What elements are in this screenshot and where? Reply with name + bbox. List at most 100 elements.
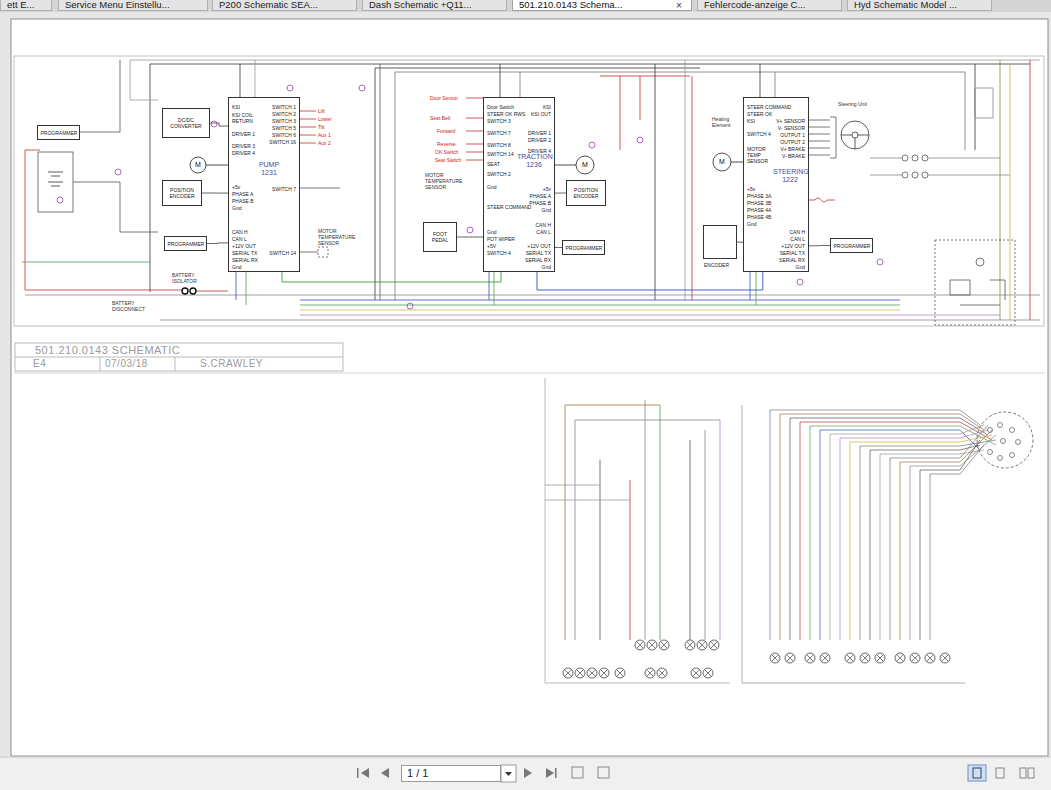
schematic-line	[287, 85, 293, 91]
pin-label: PHASE 4A	[747, 207, 771, 213]
pin-label: STEER OK RWS	[487, 111, 525, 117]
pin-label: POT WIPER	[487, 236, 515, 242]
signal-label: Seat Switch	[435, 157, 461, 163]
schematic-line	[845, 653, 855, 663]
schematic-line	[587, 668, 597, 678]
controller-box: TRACTION 1236Door SwitchSTEER OK RWSSWIT…	[483, 97, 555, 272]
schematic-line	[897, 655, 904, 662]
schematic-line	[912, 655, 919, 662]
schematic-line	[1028, 768, 1034, 778]
schematic-line	[1020, 768, 1026, 778]
schematic-line	[703, 668, 713, 678]
schematic-line	[998, 423, 1003, 428]
schematic-line	[240, 64, 241, 97]
schematic-line	[300, 315, 1000, 316]
schematic-line	[318, 247, 328, 257]
pin-label: 501.210.0143 SCHEMATIC	[35, 344, 180, 357]
pin-label: STEER COMMAND	[747, 104, 791, 110]
pin-label: PUMP 1231	[254, 161, 284, 176]
schematic-line	[565, 405, 660, 640]
pin-label: SERIAL RX	[525, 257, 551, 263]
schematic-line	[912, 155, 918, 161]
schematic-line	[785, 653, 795, 663]
schematic-line	[380, 64, 381, 300]
schematic-line	[57, 197, 63, 203]
schematic-line	[546, 768, 557, 778]
schematic-line	[211, 121, 217, 127]
pin-label: STEERING 1222	[773, 168, 807, 183]
signal-label: Door Sensor	[430, 95, 458, 101]
schematic-line	[196, 291, 228, 292]
pin-label: KSI COIL RETURN	[232, 112, 258, 124]
part-label: Steering Unit	[838, 101, 867, 107]
pin-label: SWITCH 7	[487, 130, 511, 136]
schematic-line	[545, 485, 630, 500]
pin-label: SWITCH 5	[272, 125, 296, 131]
schematic-line	[965, 72, 966, 150]
schematic-line	[130, 60, 1040, 61]
schematic-line	[630, 480, 631, 640]
schematic-line	[14, 373, 1045, 374]
pin-label: CAN H	[232, 229, 248, 235]
browser-tab: Dash Schematic +Q11...	[362, 0, 507, 11]
schematic-line	[975, 88, 993, 118]
schematic-line	[15, 357, 343, 371]
signal-label: Lift	[318, 108, 325, 114]
node-text: POSITION ENCODER	[569, 187, 603, 199]
pin-label: +5v	[747, 186, 755, 192]
schematic-line	[617, 670, 624, 677]
node-text: P200 Schematic SEA...	[219, 0, 318, 11]
signal-label: Seat Belt	[430, 115, 450, 121]
schematic-line	[647, 670, 654, 677]
node-text: PROGRAMMER	[41, 130, 77, 136]
schematic-line	[599, 668, 609, 678]
part-label: MOTOR TEMPERATURE SENSOR	[318, 228, 368, 246]
pin-label: ENCODER	[704, 262, 729, 268]
schematic-line	[968, 765, 986, 781]
pin-label: +12V OUT	[781, 243, 805, 249]
schematic-line	[572, 767, 583, 778]
schematic-line	[357, 768, 369, 778]
pin-label: SWITCH 4	[487, 250, 511, 256]
schematic-line	[807, 655, 814, 662]
schematic-line	[150, 64, 151, 292]
schematic-line	[601, 670, 608, 677]
schematic-line	[877, 655, 884, 662]
schematic-line	[790, 418, 988, 640]
schematic-line	[640, 76, 641, 120]
schematic-line	[922, 155, 928, 161]
schematic-line	[375, 68, 700, 69]
signal-label: OK Switch	[435, 149, 458, 155]
schematic-line	[847, 655, 854, 662]
pin-label: Gnd	[232, 205, 241, 211]
pin-label: SWITCH 14	[269, 250, 296, 256]
programmer-box: PROGRAMMER	[562, 240, 605, 255]
pin-label: Gnd	[747, 221, 756, 227]
converter-box: DC/DC CONVERTER	[162, 108, 210, 138]
schematic-line	[950, 280, 1005, 305]
pin-label: STEER COMMAND	[487, 204, 531, 210]
node-text: POSITION ENCODER	[165, 187, 199, 199]
controller-box: PUMP 1231KSIKSI COIL RETURNDRIVER 1DRIVE…	[228, 97, 300, 272]
schematic-line	[685, 60, 686, 300]
schematic-line	[988, 428, 993, 433]
schematic-line	[895, 653, 905, 663]
schematic-line	[500, 64, 501, 97]
schematic-line	[800, 422, 992, 640]
schematic-line	[637, 137, 643, 143]
schematic-line	[910, 653, 920, 663]
node-text: Dash Schematic +Q11...	[369, 0, 472, 11]
schematic-line	[705, 430, 706, 640]
schematic-line	[998, 456, 1003, 461]
schematic-line	[1030, 60, 1031, 320]
schematic-line	[687, 642, 694, 649]
node-text: FOOT PEDAL	[426, 231, 454, 243]
pin-label: OUTPUT 2	[780, 139, 805, 145]
schematic-line	[661, 642, 668, 649]
schematic-line	[467, 227, 473, 233]
pin-label: SWITCH 3	[487, 118, 511, 124]
pin-label: SWITCH 3	[272, 118, 296, 124]
schematic-line	[206, 165, 228, 166]
schematic-line	[576, 156, 594, 174]
schematic-line	[912, 172, 918, 178]
